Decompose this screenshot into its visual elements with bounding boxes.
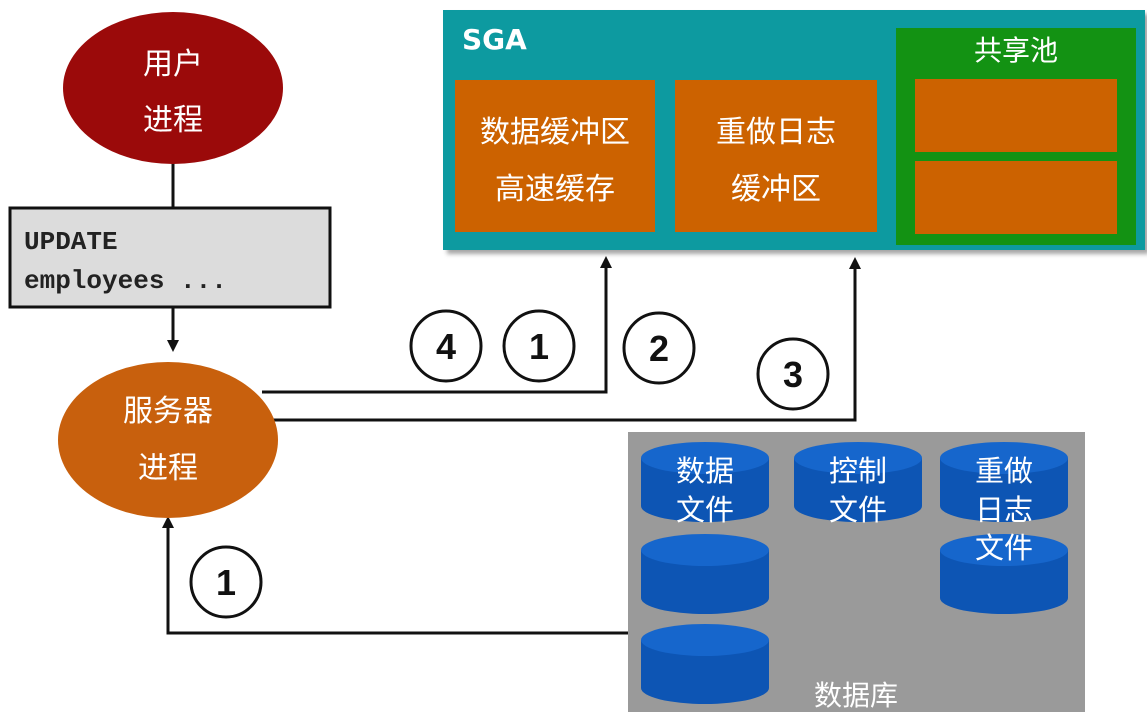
step-2-label: 2 xyxy=(649,328,669,369)
data-files-line2: 文件 xyxy=(676,493,734,527)
redo-log-buffer-block: 重做日志 缓冲区 xyxy=(675,80,877,232)
server-to-buffer-cache-arrow xyxy=(262,256,612,394)
redo-log-buffer-rect xyxy=(675,80,877,232)
datafile-to-server-arrow xyxy=(162,516,628,635)
redo-log-files-line1: 重做 xyxy=(975,454,1033,488)
step-1-top-label: 1 xyxy=(529,326,549,367)
sga-title: SGA xyxy=(462,23,527,56)
step-1-bottom-badge: 1 xyxy=(189,545,263,619)
sga-block: SGA 数据缓冲区 高速缓存 重做日志 缓冲区 共享池 xyxy=(443,10,1145,250)
step-4-badge: 4 xyxy=(409,309,483,383)
redo-log-file-cylinder-1 xyxy=(940,442,1068,522)
redo-log-files-line3: 文件 xyxy=(975,531,1033,565)
user-process-ellipse xyxy=(63,12,283,164)
sql-line2: employees ... xyxy=(24,266,227,296)
step-1-top-badge: 1 xyxy=(502,309,576,383)
step-4-label: 4 xyxy=(436,326,456,367)
step-3-label: 3 xyxy=(783,354,803,395)
control-file-cylinder xyxy=(794,442,922,522)
buffer-cache-block: 数据缓冲区 高速缓存 xyxy=(455,80,655,232)
redo-log-buffer-line2: 缓冲区 xyxy=(731,172,821,207)
buffer-cache-rect xyxy=(455,80,655,232)
data-file-cylinder-3 xyxy=(641,624,769,704)
shared-pool-title: 共享池 xyxy=(974,34,1058,67)
shared-pool-area-1 xyxy=(915,79,1117,152)
database-label: 数据库 xyxy=(814,679,898,712)
buffer-cache-line1: 数据缓冲区 xyxy=(480,115,630,150)
shared-pool-area-2 xyxy=(915,161,1117,234)
control-files-line1: 控制 xyxy=(829,454,887,488)
data-files-line1: 数据 xyxy=(676,454,734,488)
data-file-cylinder-1 xyxy=(641,442,769,522)
server-process-line1: 服务器 xyxy=(123,394,213,429)
user-process: 用户 进程 xyxy=(63,12,283,164)
user-process-line1: 用户 xyxy=(143,47,203,82)
database-block: 数据库 数据 文件 控制 文件 重做 xyxy=(628,432,1085,712)
redo-log-files-line2: 日志 xyxy=(975,493,1033,527)
server-process: 服务器 进程 xyxy=(58,362,278,518)
data-file-cylinder-2 xyxy=(641,534,769,614)
server-process-ellipse xyxy=(58,362,278,518)
sql-statement-rect xyxy=(8,206,332,309)
step-1-bottom-label: 1 xyxy=(216,562,236,603)
step-3-badge: 3 xyxy=(756,337,830,411)
redo-log-buffer-line1: 重做日志 xyxy=(716,115,836,150)
server-process-line2: 进程 xyxy=(138,451,198,486)
sql-line1: UPDATE xyxy=(24,227,118,257)
sql-statement-box: UPDATE employees ... xyxy=(8,206,332,309)
shared-pool-block: 共享池 xyxy=(896,28,1136,245)
user-process-line2: 进程 xyxy=(143,103,203,138)
buffer-cache-line2: 高速缓存 xyxy=(495,172,615,207)
server-to-redo-log-buffer-arrow xyxy=(270,257,861,422)
step-2-badge: 2 xyxy=(622,311,696,385)
control-files-line2: 文件 xyxy=(829,493,887,527)
redo-log-file-cylinder-2 xyxy=(940,534,1068,614)
